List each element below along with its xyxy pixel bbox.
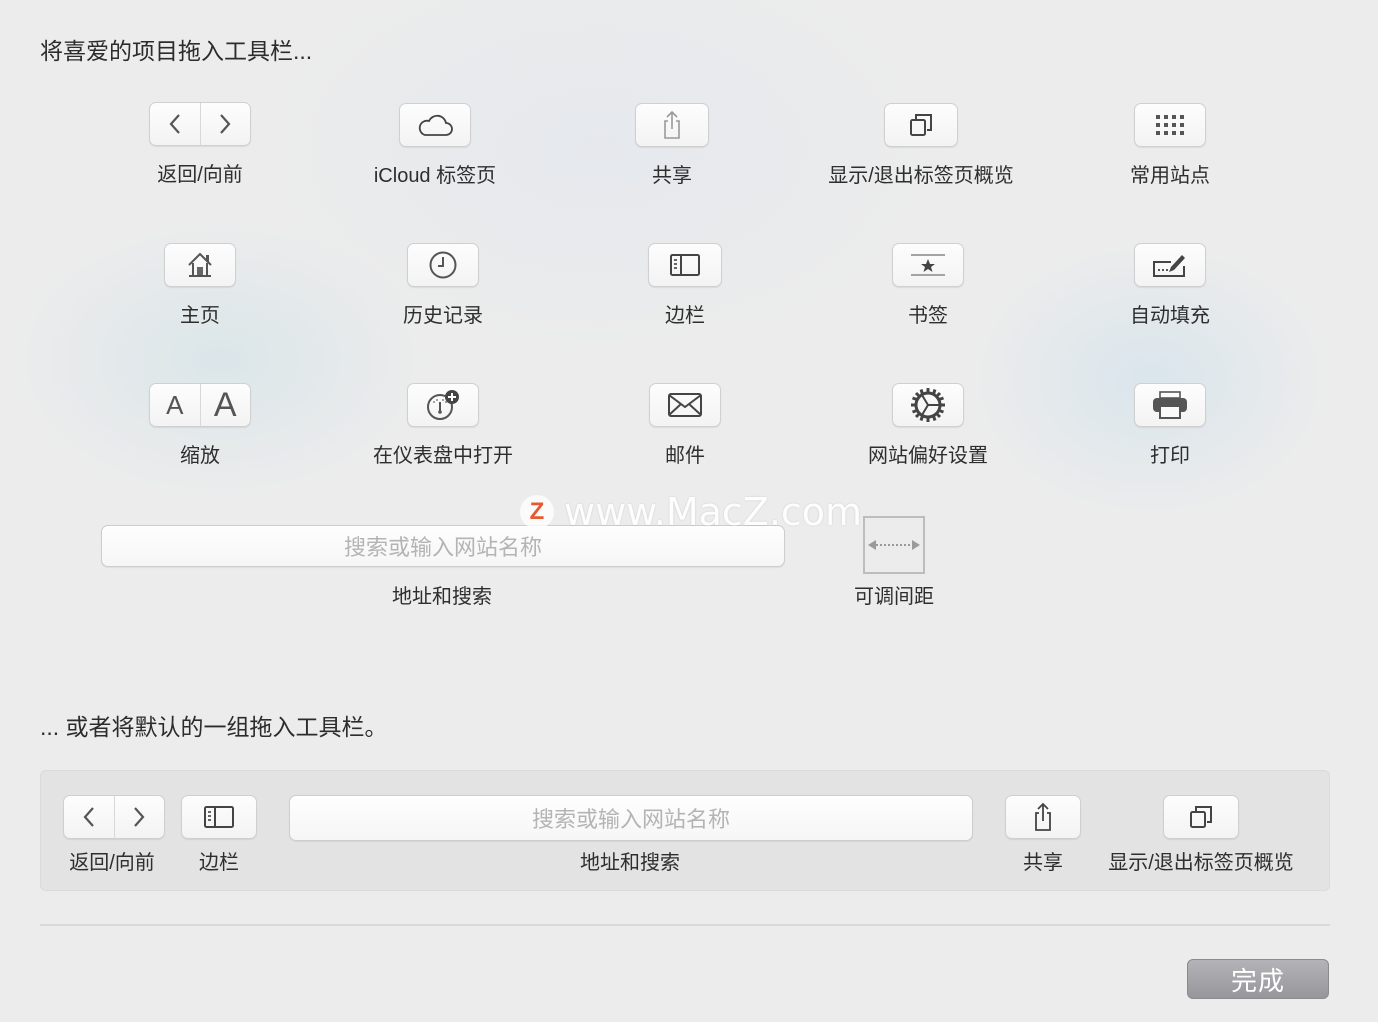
toolbar-item-zoom[interactable]: A A 缩放 bbox=[80, 383, 320, 468]
default-tab-overview-button bbox=[1163, 795, 1239, 839]
default-share-label: 共享 bbox=[1023, 852, 1063, 874]
printer-icon bbox=[1151, 390, 1189, 420]
tab-overview-icon bbox=[908, 112, 934, 138]
toolbar-item-share[interactable]: 共享 bbox=[552, 103, 792, 188]
item-label: iCloud 标签页 bbox=[373, 165, 497, 187]
share-button[interactable] bbox=[635, 103, 709, 147]
zoom-out-icon: A bbox=[166, 389, 184, 420]
default-back-forward-label: 返回/向前 bbox=[69, 852, 155, 874]
toolbar-item-autofill[interactable]: 自动填充 bbox=[1050, 243, 1290, 328]
heading-drag-default: ... 或者将默认的一组拖入工具栏。 bbox=[40, 714, 388, 740]
bookmark-star-icon bbox=[909, 252, 947, 278]
default-back-forward-button bbox=[63, 795, 165, 839]
home-button[interactable] bbox=[164, 243, 236, 287]
clock-icon bbox=[428, 250, 458, 280]
print-button[interactable] bbox=[1134, 383, 1206, 427]
heading-drag-favorites: 将喜爱的项目拖入工具栏... bbox=[40, 38, 313, 64]
mail-button[interactable] bbox=[649, 383, 721, 427]
item-label: 书签 bbox=[908, 305, 948, 327]
back-forward-button[interactable] bbox=[149, 102, 251, 146]
chevron-right-icon bbox=[199, 103, 251, 145]
flexible-space-label: 可调间距 bbox=[854, 586, 934, 608]
zoom-button[interactable]: A A bbox=[149, 383, 251, 427]
item-label: 网站偏好设置 bbox=[868, 445, 988, 467]
item-label: 在仪表盘中打开 bbox=[373, 445, 513, 467]
top-sites-button[interactable] bbox=[1134, 103, 1206, 147]
website-prefs-button[interactable] bbox=[892, 383, 964, 427]
chevron-left-icon bbox=[64, 796, 114, 838]
item-label: 边栏 bbox=[665, 305, 705, 327]
toolbar-item-dashboard[interactable]: 在仪表盘中打开 bbox=[323, 383, 563, 468]
toolbar-item-back-forward[interactable]: 返回/向前 bbox=[80, 102, 320, 187]
item-label: 常用站点 bbox=[1130, 165, 1210, 187]
flexible-space-item[interactable] bbox=[863, 516, 925, 574]
history-button[interactable] bbox=[407, 243, 479, 287]
item-label: 共享 bbox=[652, 165, 692, 187]
autofill-pencil-icon bbox=[1151, 251, 1189, 279]
icloud-tabs-button[interactable] bbox=[399, 103, 471, 147]
watermark: Z www.MacZ.com bbox=[520, 490, 862, 534]
dashboard-add-icon bbox=[424, 389, 462, 421]
item-label: 返回/向前 bbox=[157, 164, 243, 186]
gear-icon bbox=[910, 387, 946, 423]
double-arrow-icon bbox=[866, 538, 922, 552]
done-button[interactable]: 完成 bbox=[1187, 959, 1329, 999]
toolbar-item-sidebar[interactable]: 边栏 bbox=[565, 243, 805, 328]
item-label: 主页 bbox=[180, 305, 220, 327]
bookmarks-button[interactable] bbox=[892, 243, 964, 287]
tab-overview-button[interactable] bbox=[884, 103, 958, 147]
chevron-right-icon bbox=[113, 796, 165, 838]
address-search-field[interactable]: 搜索或输入网站名称 bbox=[101, 525, 785, 567]
default-sidebar-button bbox=[181, 795, 257, 839]
default-share-button bbox=[1005, 795, 1081, 839]
chevron-left-icon bbox=[150, 103, 200, 145]
toolbar-item-mail[interactable]: 邮件 bbox=[565, 383, 805, 468]
mail-icon bbox=[667, 392, 703, 418]
item-label: 历史记录 bbox=[403, 305, 483, 327]
watermark-logo-icon: Z bbox=[520, 495, 554, 529]
sidebar-icon bbox=[669, 253, 701, 277]
default-address-field: 搜索或输入网站名称 bbox=[289, 795, 973, 841]
toolbar-item-print[interactable]: 打印 bbox=[1050, 383, 1290, 468]
home-icon bbox=[186, 251, 214, 279]
default-tab-overview-label: 显示/退出标签页概览 bbox=[1108, 852, 1294, 874]
toolbar-item-top-sites[interactable]: 常用站点 bbox=[1050, 103, 1290, 188]
toolbar-item-website-prefs[interactable]: 网站偏好设置 bbox=[808, 383, 1048, 468]
divider bbox=[40, 924, 1330, 926]
share-icon bbox=[659, 110, 685, 140]
autofill-button[interactable] bbox=[1134, 243, 1206, 287]
dashboard-button[interactable] bbox=[407, 383, 479, 427]
default-sidebar-label: 边栏 bbox=[199, 852, 239, 874]
sidebar-icon bbox=[203, 805, 235, 829]
cloud-icon bbox=[416, 112, 454, 138]
item-label: 邮件 bbox=[665, 445, 705, 467]
toolbar-item-history[interactable]: 历史记录 bbox=[323, 243, 563, 328]
default-address-label: 地址和搜索 bbox=[580, 852, 680, 874]
toolbar-item-icloud-tabs[interactable]: iCloud 标签页 bbox=[315, 103, 555, 188]
address-search-label: 地址和搜索 bbox=[392, 586, 492, 608]
toolbar-item-home[interactable]: 主页 bbox=[80, 243, 320, 328]
item-label: 缩放 bbox=[180, 445, 220, 467]
share-icon bbox=[1030, 802, 1056, 832]
toolbar-item-tab-overview[interactable]: 显示/退出标签页概览 bbox=[801, 103, 1041, 188]
sidebar-button[interactable] bbox=[648, 243, 722, 287]
item-label: 显示/退出标签页概览 bbox=[828, 165, 1014, 187]
tab-overview-icon bbox=[1188, 804, 1214, 830]
item-label: 打印 bbox=[1150, 445, 1190, 467]
zoom-in-icon: A bbox=[199, 384, 251, 426]
item-label: 自动填充 bbox=[1130, 305, 1210, 327]
grid-icon bbox=[1155, 114, 1185, 136]
watermark-text: www.MacZ.com bbox=[564, 490, 863, 534]
toolbar-item-bookmarks[interactable]: 书签 bbox=[808, 243, 1048, 328]
